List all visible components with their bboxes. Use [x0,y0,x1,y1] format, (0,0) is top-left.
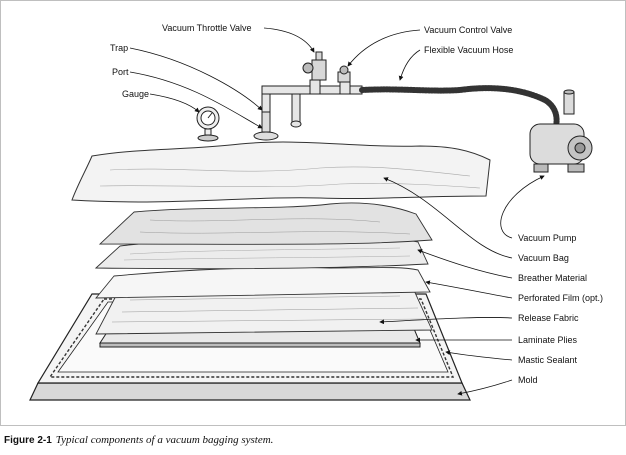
label-vacuum-control-valve: Vacuum Control Valve [424,25,513,35]
label-vacuum-pump: Vacuum Pump [518,233,577,243]
throttle-valve [302,51,327,81]
vacuum-bagging-illustration [29,27,593,401]
caption-number: Figure 2-1 [4,435,52,446]
label-release-fabric: Release Fabric [518,313,579,323]
label-breather-material: Breather Material [518,273,588,283]
label-flexible-vacuum-hose: Flexible Vacuum Hose [424,45,514,55]
label-perforated-film: Perforated Film (opt.) [518,293,604,303]
label-trap: Trap [110,43,129,53]
gauge-device [196,106,220,142]
label-laminate-plies: Laminate Plies [518,335,578,345]
port-fitting [253,111,279,141]
vacuum-plumbing [261,79,363,128]
label-gauge: Gauge [122,89,150,99]
control-valve [337,65,351,83]
vacuum-bag-layer [98,202,433,245]
label-vacuum-bag: Vacuum Bag [518,253,569,263]
label-mold: Mold [518,375,538,385]
flexible-vacuum-hose [359,85,560,129]
label-vacuum-throttle-valve: Vacuum Throttle Valve [162,23,252,33]
label-port: Port [112,67,129,77]
vacuum-bag-sheet [71,141,491,203]
label-mastic-sealant: Mastic Sealant [518,355,578,365]
vacuum-pump [529,89,593,173]
leader-lines [129,27,545,396]
caption-text: Typical components of a vacuum bagging s… [55,434,274,446]
